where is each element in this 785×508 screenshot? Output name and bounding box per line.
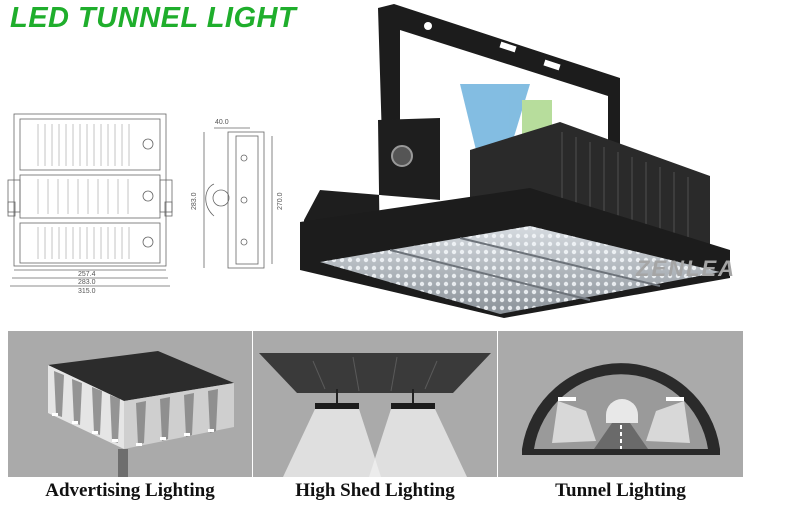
dimension-height-left: 283.0 (191, 192, 198, 210)
advertising-lighting-panel (8, 331, 252, 477)
mounting-bracket (378, 4, 620, 170)
front-view-drawing (7, 113, 173, 287)
caption-tunnel-lighting: Tunnel Lighting (555, 480, 686, 501)
side-view-drawing (203, 127, 273, 269)
dimension-depth: 40.0 (215, 119, 229, 126)
lens-panel (300, 188, 730, 318)
caption-high-shed-lighting: High Shed Lighting (295, 480, 455, 501)
brand-watermark: ZENLEA (635, 256, 736, 281)
page-title: LED TUNNEL LIGHT (10, 2, 297, 34)
tunnel-lighting-panel (498, 331, 743, 477)
dimension-width-3: 315.0 (78, 288, 96, 295)
dimension-height-right: 270.0 (277, 192, 284, 210)
caption-advertising-lighting: Advertising Lighting (45, 480, 215, 501)
dimension-width-1: 257.4 (78, 271, 96, 278)
dimension-width-2: 283.0 (78, 279, 96, 286)
shed-illustration (259, 353, 491, 477)
product-image: ZENLEA (300, 4, 736, 318)
tunnel-illustration (522, 363, 720, 455)
technical-drawing: 257.4 283.0 315.0 40.0 283.0 270.0 (0, 106, 290, 298)
billboard-illustration (48, 351, 234, 477)
high-shed-lighting-panel (253, 331, 497, 477)
adjustment-knob (391, 145, 413, 167)
